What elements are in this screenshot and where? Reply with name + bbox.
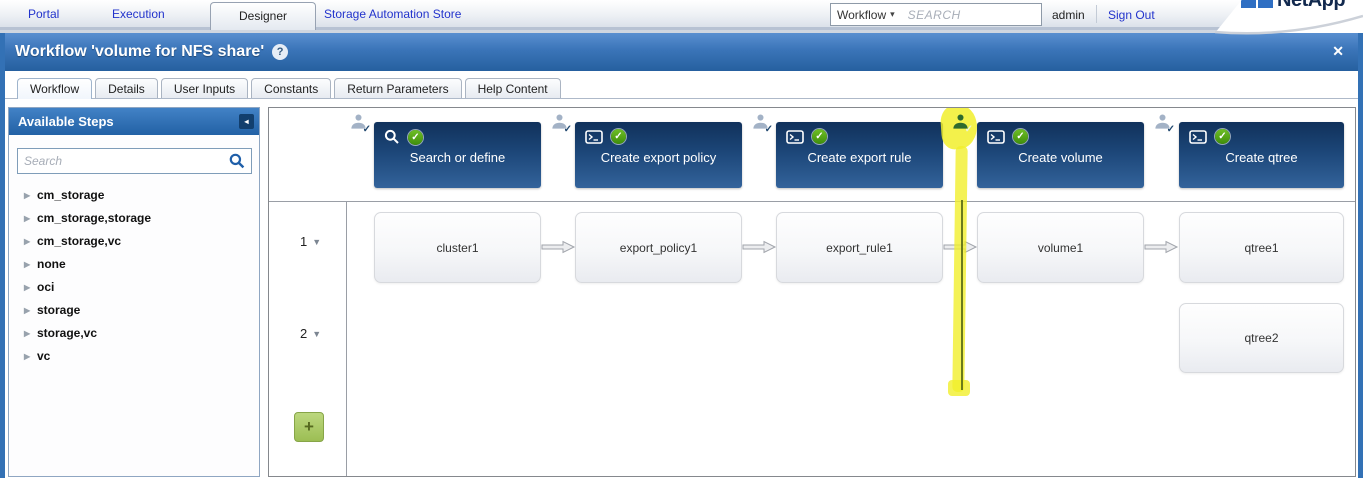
success-check-icon: ✓ <box>812 129 827 144</box>
nav-tab-portal[interactable]: Portal <box>28 7 60 21</box>
terminal-icon <box>786 129 804 144</box>
search-icon <box>384 129 399 144</box>
step-label: Create export rule <box>807 150 912 165</box>
approval-person-icon-highlighted[interactable]: ✓ <box>951 113 973 135</box>
add-row-button[interactable]: + <box>294 412 324 442</box>
chevron-down-icon[interactable]: ▼ <box>312 328 322 339</box>
row-1-selector[interactable]: 1▼ <box>300 234 322 249</box>
workflow-item-export_rule1[interactable]: export_rule1 <box>776 212 943 283</box>
workflow-item-export_policy1[interactable]: export_policy1 <box>575 212 742 283</box>
tree-item-cm_storage-storage[interactable]: ▶cm_storage,storage <box>9 207 259 230</box>
search-icon[interactable] <box>229 153 245 169</box>
logo-square <box>1241 0 1256 8</box>
approval-person-icon[interactable]: ✓ <box>1153 113 1175 135</box>
collapse-panel-button[interactable]: ◂ <box>239 114 254 129</box>
tab-help-content[interactable]: Help Content <box>464 78 561 98</box>
highlight-marker-line <box>961 200 963 390</box>
success-check-icon: ✓ <box>1215 129 1230 144</box>
terminal-icon <box>987 129 1005 144</box>
window-title-bar: Workflow 'volume for NFS share' ? ✕ <box>5 33 1358 71</box>
success-check-icon: ✓ <box>1013 129 1028 144</box>
nav-tab-designer[interactable]: Designer <box>210 2 316 30</box>
step-label: Create qtree <box>1225 150 1298 165</box>
row-number-separator-line <box>346 201 347 476</box>
row-2-selector[interactable]: 2▼ <box>300 326 322 341</box>
available-steps-panel: Available Steps ◂ ▶cm_storage ▶cm_storag… <box>8 107 260 477</box>
available-steps-header: Available Steps ◂ <box>9 108 259 135</box>
step-label: Search or define <box>409 150 506 165</box>
yellow-highlight-annotation <box>952 145 968 393</box>
logged-in-username: admin <box>1052 8 1085 22</box>
tab-constants[interactable]: Constants <box>251 78 332 98</box>
search-input[interactable] <box>907 7 1065 22</box>
tab-return-parameters[interactable]: Return Parameters <box>334 78 462 98</box>
flow-arrow-icon <box>742 240 777 254</box>
tree-item-cm_storage[interactable]: ▶cm_storage <box>9 184 259 207</box>
approval-person-icon[interactable]: ✓ <box>550 113 572 135</box>
workflow-item-qtree1[interactable]: qtree1 <box>1179 212 1344 283</box>
success-check-icon: ✓ <box>611 129 626 144</box>
yellow-highlight-annotation <box>948 380 970 396</box>
flow-arrow-icon <box>541 240 576 254</box>
success-check-icon: ✓ <box>408 129 423 145</box>
tree-item-storage[interactable]: ▶storage <box>9 299 259 322</box>
step-header-search-or-define[interactable]: ✓ Search or define <box>374 122 541 188</box>
steps-search-box <box>17 148 252 174</box>
expand-arrow-icon[interactable]: ▶ <box>24 214 31 223</box>
step-header-create-export-policy[interactable]: ✓ Create export policy <box>575 122 742 188</box>
tree-item-vc[interactable]: ▶vc <box>9 345 259 368</box>
step-category-tree: ▶cm_storage ▶cm_storage,storage ▶cm_stor… <box>9 184 259 368</box>
step-header-create-volume[interactable]: ✓ Create volume <box>977 122 1144 188</box>
logo-square <box>1258 0 1273 8</box>
tab-workflow[interactable]: Workflow <box>17 78 93 99</box>
editor-tab-strip: Workflow Details User Inputs Constants R… <box>5 78 1358 99</box>
step-label: Create export policy <box>600 150 717 165</box>
workflow-item-volume1[interactable]: volume1 <box>977 212 1144 283</box>
terminal-icon <box>585 129 603 144</box>
expand-arrow-icon[interactable]: ▶ <box>24 352 31 361</box>
help-icon[interactable]: ? <box>272 44 289 60</box>
brand-name: NetApp <box>1277 0 1346 11</box>
steps-search-input[interactable] <box>24 154 229 168</box>
step-header-create-export-rule[interactable]: ✓ Create export rule <box>776 122 943 188</box>
global-search-box: Workflow ▾ <box>830 3 1065 26</box>
approval-person-icon[interactable]: ✓ <box>751 113 773 135</box>
chevron-down-icon[interactable]: ▾ <box>890 9 895 19</box>
expand-arrow-icon[interactable]: ▶ <box>24 306 31 315</box>
workflow-item-qtree2[interactable]: qtree2 <box>1179 303 1344 373</box>
top-navigation-bar: Portal Execution Designer Storage Automa… <box>0 0 1363 30</box>
workflow-canvas: ✓ ✓ ✓ ✓ ✓ ✓ Search or define <box>268 107 1356 477</box>
approval-person-icon[interactable]: ✓ <box>349 113 371 135</box>
nav-tab-storage-automation-store[interactable]: Storage Automation Store <box>324 7 462 21</box>
step-label: Create volume <box>1018 150 1103 165</box>
available-steps-title: Available Steps <box>18 114 114 129</box>
header-separator-line <box>269 201 1355 202</box>
sign-out-link[interactable]: Sign Out <box>1108 8 1155 22</box>
close-icon[interactable]: ✕ <box>1332 43 1344 59</box>
page-title: Workflow 'volume for NFS share' <box>15 43 265 60</box>
chevron-down-icon[interactable]: ▼ <box>312 236 322 247</box>
workflow-item-cluster1[interactable]: cluster1 <box>374 212 541 283</box>
divider <box>1096 5 1097 23</box>
expand-arrow-icon[interactable]: ▶ <box>24 283 31 292</box>
tree-item-cm_storage-vc[interactable]: ▶cm_storage,vc <box>9 230 259 253</box>
tree-item-none[interactable]: ▶none <box>9 253 259 276</box>
expand-arrow-icon[interactable]: ▶ <box>24 237 31 246</box>
tab-user-inputs[interactable]: User Inputs <box>160 78 249 98</box>
terminal-icon <box>1189 129 1207 144</box>
flow-arrow-icon <box>1144 240 1179 254</box>
tab-details[interactable]: Details <box>95 78 158 98</box>
search-category-dropdown[interactable]: Workflow <box>837 7 887 22</box>
expand-arrow-icon[interactable]: ▶ <box>24 191 31 200</box>
tree-item-oci[interactable]: ▶oci <box>9 276 259 299</box>
expand-arrow-icon[interactable]: ▶ <box>24 260 31 269</box>
nav-tab-execution[interactable]: Execution <box>112 7 165 21</box>
step-header-create-qtree[interactable]: ✓ Create qtree <box>1179 122 1344 188</box>
expand-arrow-icon[interactable]: ▶ <box>24 329 31 338</box>
tree-item-storage-vc[interactable]: ▶storage,vc <box>9 322 259 345</box>
